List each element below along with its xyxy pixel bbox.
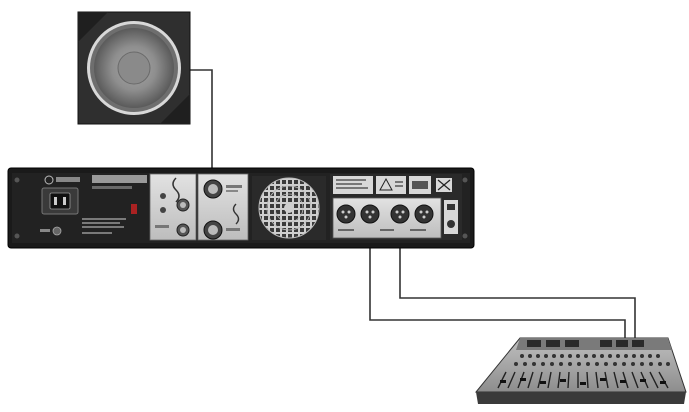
recycle-bin-icon xyxy=(436,178,452,192)
cooling-fan xyxy=(252,176,326,240)
input-cable-b xyxy=(399,232,636,338)
speaker-cabinet xyxy=(77,11,191,125)
mixer-knobs xyxy=(514,354,670,366)
usb-port xyxy=(444,200,458,234)
amplifier-xlr-input-a xyxy=(336,204,356,224)
rack-screw xyxy=(462,177,468,183)
connector-panel-right xyxy=(197,173,249,241)
ground-symbol-icon xyxy=(232,203,240,225)
mixer-meters xyxy=(527,340,644,347)
mixer-fader-caps xyxy=(500,378,666,385)
connector-panel-left xyxy=(149,173,197,241)
power-amplifier-rear-panel xyxy=(7,167,475,249)
xlr-link-b xyxy=(414,204,434,224)
mixer-front-edge xyxy=(476,392,686,404)
rack-screw xyxy=(14,177,20,183)
warning-triangle-icon xyxy=(379,177,393,191)
brand-logo xyxy=(44,175,80,185)
mixer-faders xyxy=(497,371,669,389)
ground-symbol-icon xyxy=(172,177,180,203)
model-label xyxy=(92,175,147,189)
power-inlet xyxy=(41,187,79,215)
speaker-cable xyxy=(189,69,213,178)
input-panel xyxy=(330,174,462,240)
rack-screw xyxy=(14,233,20,239)
speaker-dustcap xyxy=(117,51,151,85)
binding-post xyxy=(160,193,166,199)
rack-screw xyxy=(462,233,468,239)
binding-post xyxy=(160,207,166,213)
warning-label xyxy=(131,204,137,214)
mixing-console xyxy=(474,337,687,404)
xlr-link-a xyxy=(360,204,380,224)
power-switch xyxy=(40,226,62,236)
amplifier-xlr-input-b xyxy=(390,204,410,224)
input-cable-a xyxy=(369,232,626,338)
rear-panel-text xyxy=(82,218,126,234)
